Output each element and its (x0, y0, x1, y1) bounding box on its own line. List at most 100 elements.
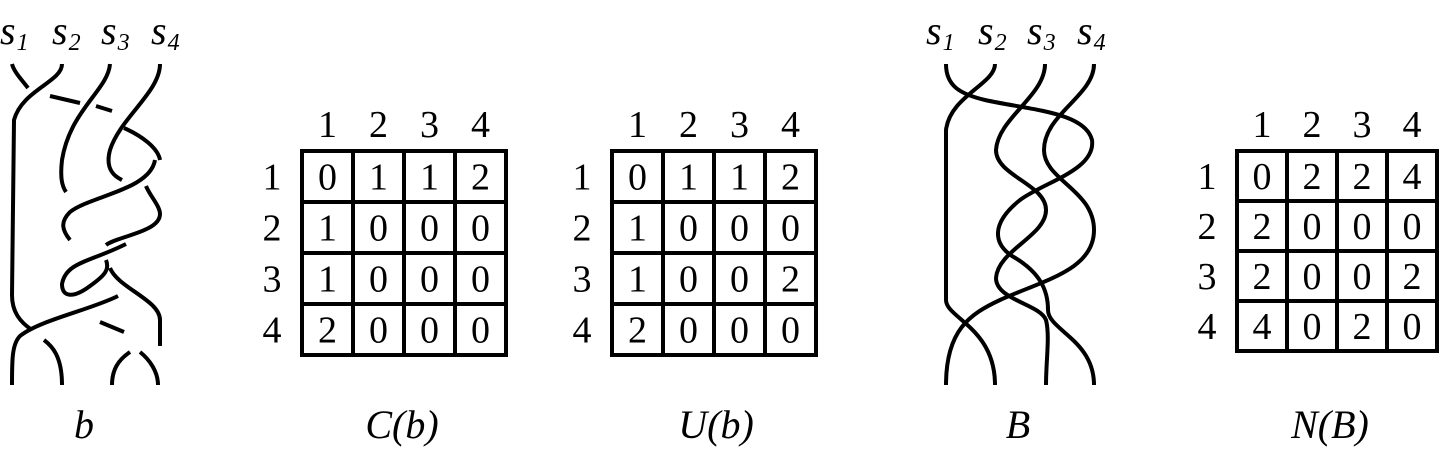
matrix-u-of-b-cell: 0 (679, 259, 698, 301)
matrix-u-of-b-col-header: 3 (730, 104, 749, 146)
matrix-u-of-b-col-header: 4 (781, 104, 800, 146)
matrix-n-of-capital-b-cell: 2 (1403, 256, 1422, 298)
braid-b-caption: b (74, 402, 94, 447)
matrix-n-of-capital-b-cell: 2 (1303, 156, 1322, 198)
matrix-u-of-b-caption: U(b) (678, 402, 754, 447)
matrix-u-of-b-cell: 1 (730, 157, 749, 199)
matrix-n-of-capital-b-cell: 0 (1353, 256, 1372, 298)
matrix-c-of-b-cell: 0 (369, 208, 388, 250)
matrix-c-of-b-cell: 0 (471, 208, 490, 250)
braid-capital-b-caption: B (1006, 402, 1030, 447)
matrix-c-of-b-cell: 0 (420, 259, 439, 301)
matrix-c-of-b-cell: 2 (318, 310, 337, 352)
matrix-u-of-b-cell: 2 (781, 157, 800, 199)
braid-capital-b-strand-3 (993, 63, 1050, 386)
braid-b-strand-1 (9, 63, 64, 332)
matrix-n-of-capital-b-col-header: 1 (1253, 104, 1272, 146)
matrix-u-of-b-cell: 0 (679, 208, 698, 250)
braid-capital-b-label-s2: s2 (978, 8, 1007, 56)
matrix-u-of-b-cell: 1 (679, 157, 698, 199)
matrix-n-of-capital-b-cell: 4 (1253, 306, 1272, 348)
matrix-c-of-b-row-header: 2 (263, 208, 282, 250)
matrix-u-of-b-cell: 0 (679, 310, 698, 352)
matrix-c-of-b-row-header: 4 (263, 310, 282, 352)
matrix-u-of-b-cell: 0 (781, 310, 800, 352)
braid-b-label-s4: s4 (151, 8, 180, 56)
matrix-n-of-capital-b-col-header: 4 (1403, 104, 1422, 146)
matrix-u-of-b-cell: 1 (628, 259, 647, 301)
matrix-u-of-b-cell: 0 (730, 208, 749, 250)
braid-b-strand-segment (104, 185, 163, 247)
matrix-c-of-b-row-header: 1 (263, 157, 282, 199)
braid-capital-b-label-s4: s4 (1077, 8, 1106, 56)
braid-b-strand-segment (108, 267, 162, 346)
matrix-u-of-b-cell: 2 (781, 259, 800, 301)
braid-b-label-s3: s3 (101, 8, 130, 56)
matrix-n-of-capital-b-grid (1235, 149, 1439, 353)
matrix-n-of-capital-b-cell: 2 (1253, 256, 1272, 298)
matrix-n-of-capital-b-cell: 2 (1353, 156, 1372, 198)
matrix-u-of-b-row-header: 2 (573, 208, 592, 250)
braid-b-strand-segment (10, 63, 30, 90)
braid-b-strand-segment (59, 242, 127, 297)
braid-b-strand-segment (123, 126, 162, 161)
braid-capital-b-strand-1 (944, 63, 1096, 386)
matrix-n-of-capital-b-cell: 4 (1403, 156, 1422, 198)
matrix-c-of-b-col-header: 1 (318, 104, 337, 146)
matrix-u-of-b-cell: 0 (781, 208, 800, 250)
matrix-u-of-b-row-header: 3 (573, 259, 592, 301)
braid-b-strand-3 (106, 63, 162, 182)
braid-b-label-s2: s2 (52, 8, 81, 56)
matrix-c-of-b-grid (300, 149, 508, 357)
matrix-c-of-b-cell: 1 (318, 208, 337, 250)
matrix-u-of-b-cell: 0 (730, 259, 749, 301)
braid-b: s1 s2 s3 s4 b (0, 8, 180, 447)
matrix-n-of-capital-b-cell: 0 (1403, 306, 1422, 348)
matrix-n-of-capital-b-row-header: 1 (1198, 156, 1217, 198)
matrix-c-of-b-cell: 0 (369, 259, 388, 301)
matrix-c-of-b-col-header: 2 (369, 104, 388, 146)
braid-capital-b-label-s3: s3 (1027, 8, 1056, 56)
matrix-u-of-b-cell: 0 (730, 310, 749, 352)
matrix-n-of-capital-b-col-header: 3 (1353, 104, 1372, 146)
matrix-c-of-b-cell: 0 (369, 310, 388, 352)
matrix-u-of-b-cell: 1 (628, 208, 647, 250)
matrix-u-of-b-cell: 2 (628, 310, 647, 352)
braid-b-dash (95, 104, 113, 113)
matrix-n-of-capital-b-cell: 0 (1303, 256, 1322, 298)
matrix-n-of-capital-b-cell: 0 (1253, 156, 1272, 198)
matrix-c-of-b-cell: 0 (471, 259, 490, 301)
matrix-n-of-capital-b-cell: 0 (1353, 206, 1372, 248)
matrix-u-of-b-col-header: 1 (628, 104, 647, 146)
matrix-n-of-capital-b-cell: 0 (1403, 206, 1422, 248)
braid-b-strand-segment (10, 294, 119, 386)
matrix-u-of-b-row-header: 4 (573, 310, 592, 352)
matrix-n-of-capital-b-cell: 2 (1253, 206, 1272, 248)
matrix-c-of-b-cell: 0 (318, 157, 337, 199)
braid-b-strand-2 (59, 63, 112, 194)
matrix-n-of-capital-b-cell: 2 (1353, 306, 1372, 348)
matrix-c-of-b-row-header: 3 (263, 259, 282, 301)
matrix-c-of-b-col-header: 3 (420, 104, 439, 146)
braid-capital-b-label-s1: s1 (926, 8, 955, 56)
braid-capital-b-strand-labels: s1 s2 s3 s4 (926, 8, 1106, 56)
matrix-u-of-b-col-header: 2 (679, 104, 698, 146)
braid-capital-b-strand-2 (944, 63, 997, 386)
matrix-c-of-b-cell: 2 (471, 157, 490, 199)
braid-b-dash (49, 94, 81, 105)
matrix-c-of-b-cell: 0 (471, 310, 490, 352)
braid-b-strands (9, 63, 163, 386)
matrix-n-of-capital-b-row-header: 2 (1198, 206, 1217, 248)
braid-b-strand-segment (42, 338, 64, 386)
matrix-u-of-b-cell: 0 (628, 157, 647, 199)
matrix-c-of-b-cell: 1 (369, 157, 388, 199)
matrix-c-of-b-cell: 0 (420, 208, 439, 250)
braid-b-strand-4 (61, 159, 157, 242)
braid-capital-b-strands (944, 63, 1097, 386)
matrix-u-of-b-grid (610, 149, 818, 357)
braid-b-strand-segment (110, 350, 132, 386)
